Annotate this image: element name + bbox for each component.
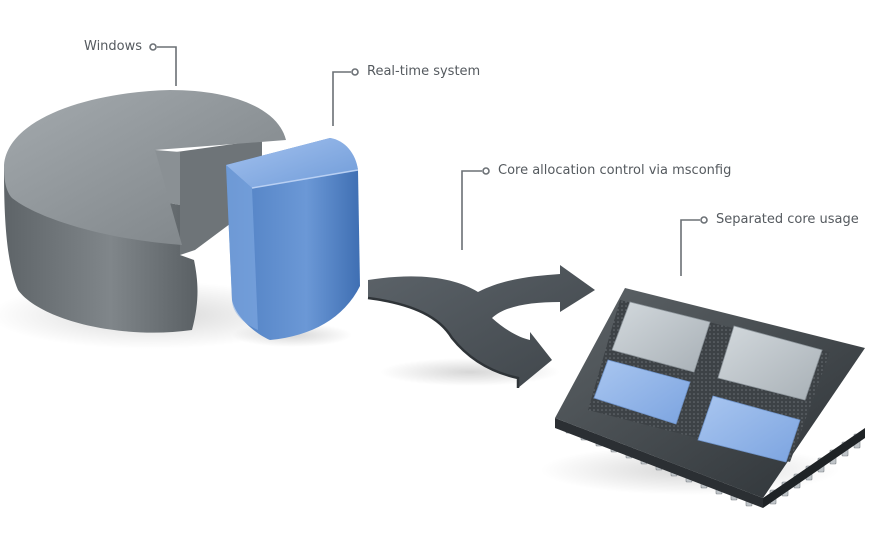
callout-separated [680,216,708,276]
core-bottom-right [697,395,801,463]
core-top-left [611,301,711,373]
label-windows: Windows [84,39,143,54]
label-realtime-system: Real-time system [367,64,481,79]
label-separated-core-usage: Separated core usage [716,212,859,227]
pie-chart-3d-icon [0,90,360,349]
core-bottom-left [593,359,691,425]
callout-core-control [461,167,490,250]
callout-lines [149,43,708,276]
callout-windows [149,43,177,86]
split-arrow-icon [367,265,595,388]
label-core-allocation-control: Core allocation control via msconfig [498,163,732,178]
callout-realtime [332,68,359,126]
multicore-cpu-chip-icon [540,288,865,508]
core-top-right [717,325,823,401]
